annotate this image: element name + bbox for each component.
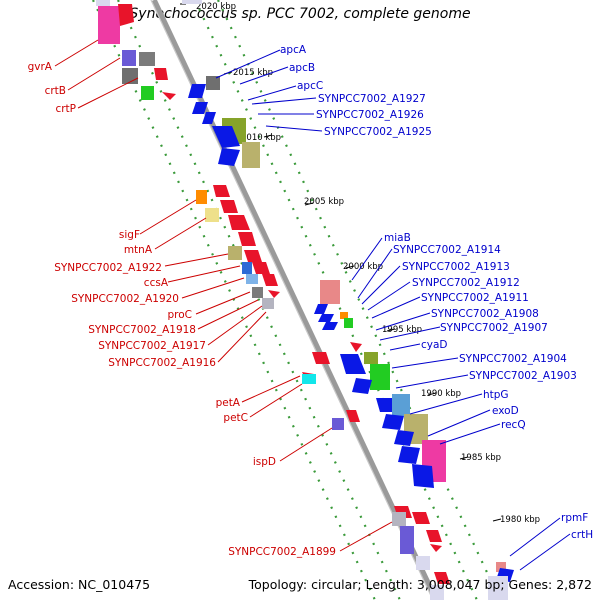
gene-label-gvrA: gvrA: [28, 61, 53, 73]
gene-label-A1922: SYNPCC7002_A1922: [54, 262, 162, 274]
kbp-label-2010: 2010 kbp: [241, 133, 281, 143]
gene-label-ccsA: ccsA: [144, 277, 169, 289]
kbp-label-1980: 1980 kbp: [500, 515, 540, 525]
gene-label-sigF: sigF: [119, 229, 140, 241]
gene-label-A1927: SYNPCC7002_A1927: [318, 93, 426, 105]
kbp-label-1985: 1985 kbp: [461, 453, 501, 463]
gene-features-right: [182, 0, 514, 600]
gene-label-miaB: miaB: [384, 232, 411, 244]
gene-label-apcB: apcB: [289, 62, 315, 74]
gene-label-rpmF: rpmF: [561, 512, 588, 524]
gene-label-A1903: SYNPCC7002_A1903: [469, 370, 577, 382]
gene-features-left: [96, 0, 450, 600]
gene-label-A1916: SYNPCC7002_A1916: [108, 357, 216, 369]
gene-label-crtP: crtP: [55, 103, 76, 115]
gene-label-htpG: htpG: [483, 389, 509, 401]
gene-label-A1904: SYNPCC7002_A1904: [459, 353, 567, 365]
gene-label-apcC: apcC: [297, 80, 323, 92]
gene-label-A1914: SYNPCC7002_A1914: [393, 244, 501, 256]
gene-label-A1912: SYNPCC7002_A1912: [412, 277, 520, 289]
accession-text: Accession: NC_010475: [8, 577, 151, 592]
gene-label-cyaD: cyaD: [421, 339, 448, 351]
kbp-tick-marks: [180, 3, 502, 522]
gene-label-petC: petC: [223, 412, 248, 424]
kbp-label-2000: 2000 kbp: [343, 262, 383, 272]
kbp-label-1995: 1995 kbp: [382, 325, 422, 335]
right-label-connectors: [215, 49, 571, 571]
gene-label-A1913: SYNPCC7002_A1913: [402, 261, 510, 273]
left-gene-labels: gvrA crtB crtP sigF mtnA SYNPCC7002_A192…: [28, 61, 336, 558]
kbp-label-1990: 1990 kbp: [421, 389, 461, 399]
gene-label-A1918: SYNPCC7002_A1918: [88, 324, 196, 336]
gene-label-A1907: SYNPCC7002_A1907: [440, 322, 548, 334]
map-title: Synechococcus sp. PCC 7002, complete gen…: [129, 6, 471, 22]
genome-backbone: [151, 0, 439, 600]
gene-label-apcA: apcA: [280, 44, 307, 56]
gene-label-A1911: SYNPCC7002_A1911: [421, 292, 529, 304]
gene-label-recQ: recQ: [501, 419, 526, 431]
gene-label-A1908: SYNPCC7002_A1908: [431, 308, 539, 320]
gene-label-ispD: ispD: [253, 456, 276, 468]
kbp-label-2005: 2005 kbp: [304, 197, 344, 207]
gene-label-A1917: SYNPCC7002_A1917: [98, 340, 206, 352]
left-label-connectors: [54, 39, 393, 552]
inner-ring-dots: [117, 0, 501, 600]
kbp-label-2020: 2020 kbp: [196, 2, 236, 12]
gene-label-A1926: SYNPCC7002_A1926: [316, 109, 424, 121]
genome-stats-text: Topology: circular; Length: 3,008,047 bp…: [248, 577, 592, 592]
gene-label-mtnA: mtnA: [124, 244, 153, 256]
gene-label-proC: proC: [167, 309, 192, 321]
kbp-label-2015: 2015 kbp: [233, 68, 273, 78]
gene-label-petA: petA: [216, 397, 241, 409]
gene-label-A1925: SYNPCC7002_A1925: [324, 126, 432, 138]
gene-label-exoD: exoD: [492, 405, 519, 417]
right-gene-labels: apcA apcB apcC SYNPCC7002_A1927 SYNPCC70…: [280, 44, 593, 541]
gene-label-A1920: SYNPCC7002_A1920: [71, 293, 179, 305]
gene-label-crtB: crtB: [45, 85, 66, 97]
kbp-tick-labels: 2020 kbp 2015 kbp 2010 kbp 2005 kbp 2000…: [196, 2, 540, 525]
gene-label-crtH: crtH: [571, 529, 593, 541]
gene-label-A1899: SYNPCC7002_A1899: [228, 546, 336, 558]
